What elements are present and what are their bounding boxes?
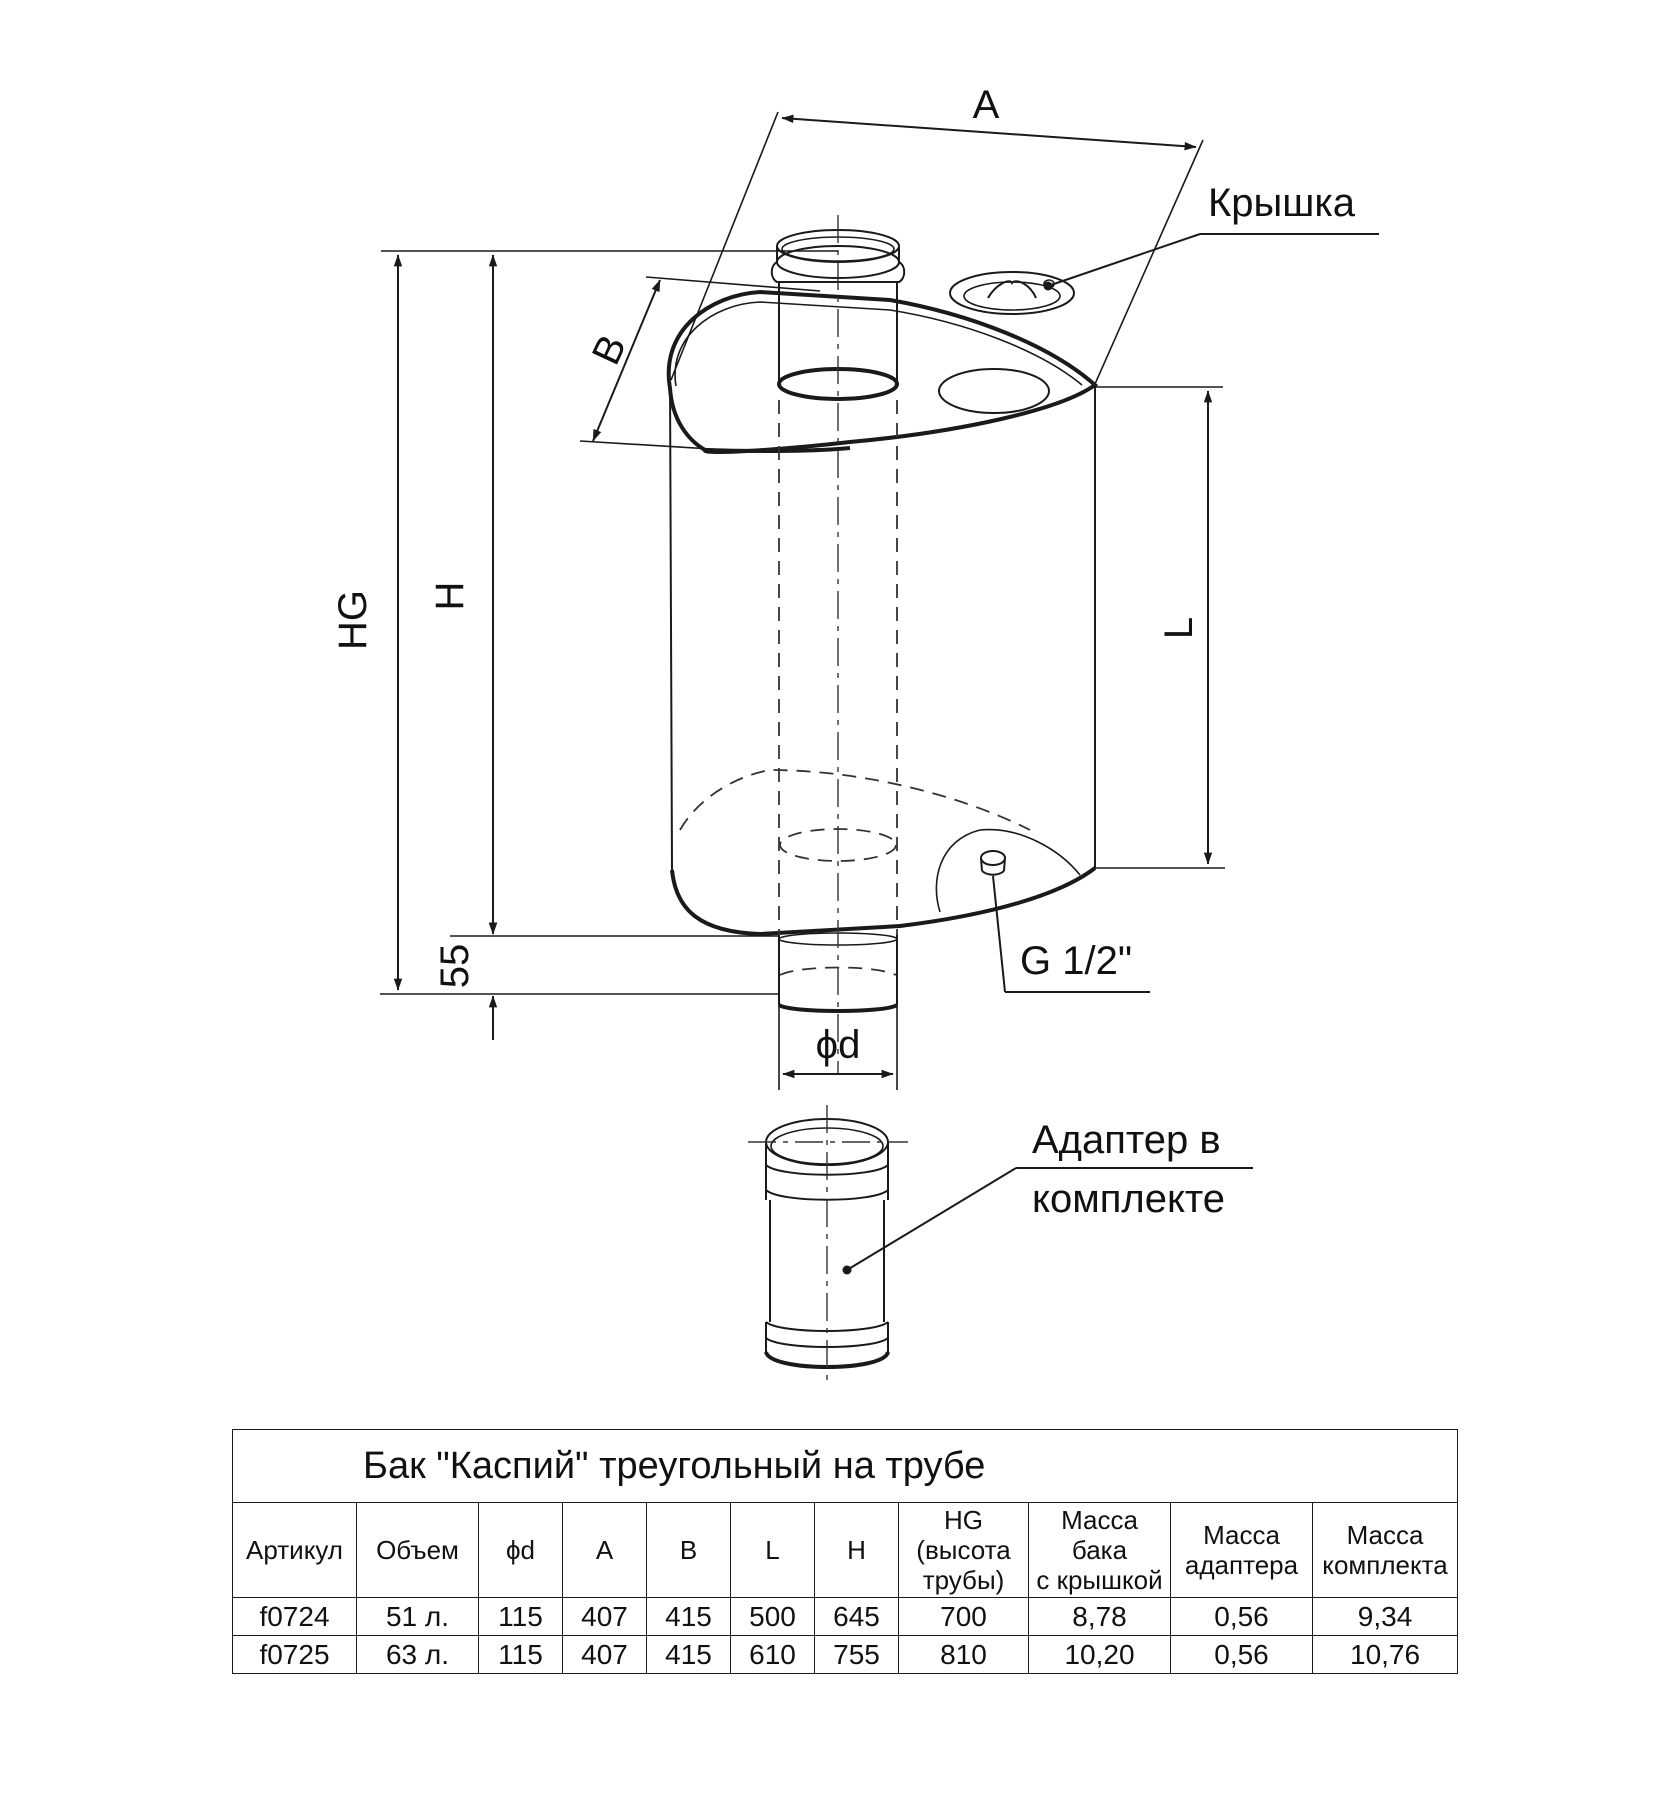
dimension-d: ϕd	[778, 1005, 898, 1090]
lid	[949, 271, 1075, 315]
table-header-cell: H	[814, 1502, 899, 1598]
table-cell: 10,20	[1028, 1635, 1171, 1674]
label-lid: Крышка	[1208, 181, 1356, 225]
table-cell: 63 л.	[356, 1635, 479, 1674]
label-dim-h: H	[428, 582, 472, 611]
tank-pipe	[770, 215, 906, 1075]
label-dim-a: A	[973, 83, 1000, 127]
table-cell: 415	[646, 1635, 731, 1674]
table-cell: 0,56	[1170, 1635, 1313, 1674]
table-title: Бак "Каспий" треугольный на трубе	[231, 1429, 1459, 1503]
table-cell: f0724	[232, 1597, 357, 1636]
table-header-cell: Артикул	[232, 1502, 357, 1598]
label-dim-l: L	[1157, 617, 1201, 639]
dimension-a: A	[670, 83, 1204, 385]
table-cell: 610	[730, 1635, 815, 1674]
dimension-h: H	[428, 254, 498, 935]
table-cell: 645	[814, 1597, 899, 1636]
callout-lid: Крышка	[1043, 181, 1379, 291]
table-cell: 407	[562, 1635, 647, 1674]
dimension-l: L	[1095, 386, 1225, 869]
label-adapter-line1: Адаптер в	[1032, 1118, 1221, 1162]
callout-adapter: Адаптер в комплекте	[842, 1118, 1253, 1275]
table-cell: 51 л.	[356, 1597, 479, 1636]
thread-fitting	[935, 828, 1081, 913]
label-dim-hg: HG	[331, 590, 375, 650]
label-dim-d: ϕd	[816, 1023, 861, 1067]
table-header-cell: L	[730, 1502, 815, 1598]
table-cell: 0,56	[1170, 1597, 1313, 1636]
table-cell: 8,78	[1028, 1597, 1171, 1636]
top-hole	[938, 368, 1050, 414]
table-cell: 115	[478, 1635, 563, 1674]
table-cell: 415	[646, 1597, 731, 1636]
dimension-55: 55	[433, 902, 780, 1040]
table-header-cell: ϕd	[478, 1502, 563, 1598]
label-thread: G 1/2"	[1020, 939, 1132, 983]
table-cell: 407	[562, 1597, 647, 1636]
label-dim-b: B	[584, 328, 635, 371]
table-header-cell: Объем	[356, 1502, 479, 1598]
table-cell: f0725	[232, 1635, 357, 1674]
table-cell: 700	[898, 1597, 1029, 1636]
table-cell: 810	[898, 1635, 1029, 1674]
table-header-cell: A	[562, 1502, 647, 1598]
dimension-hg: HG	[331, 250, 838, 995]
label-dim-55: 55	[433, 944, 477, 989]
adapter-pipe	[748, 1105, 908, 1385]
table-cell: 10,76	[1311, 1635, 1459, 1674]
table-cell: 755	[814, 1635, 899, 1674]
table-cell: 115	[478, 1597, 563, 1636]
dimension-b: B	[579, 276, 821, 453]
spec-table: Бак "Каспий" треугольный на трубе Артику…	[231, 1429, 1459, 1674]
table-header-cell: B	[646, 1502, 731, 1598]
label-adapter-line2: комплекте	[1032, 1177, 1225, 1221]
callout-thread: G 1/2"	[992, 875, 1150, 993]
table-cell: 500	[730, 1597, 815, 1636]
table-cell: 9,34	[1311, 1597, 1459, 1636]
